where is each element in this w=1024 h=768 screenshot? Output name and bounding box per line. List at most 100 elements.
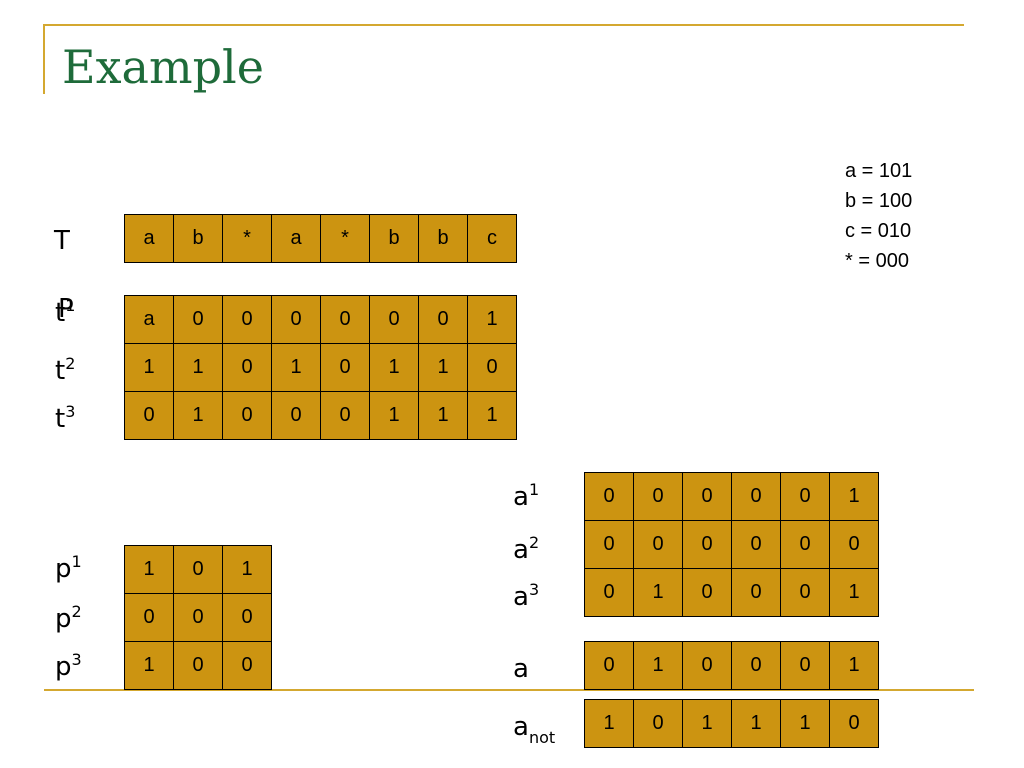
- table-row: 0 1 0 0 0 1: [584, 568, 879, 617]
- table-cell: 0: [222, 641, 272, 690]
- table-cell: 1: [271, 343, 321, 392]
- table-row: a b * a * b b c: [124, 214, 517, 263]
- table-cell: 0: [320, 391, 370, 440]
- table-cell: 0: [584, 520, 634, 569]
- table-row: 1 0 0: [124, 641, 272, 690]
- table-cell: 1: [418, 343, 468, 392]
- label-base: p: [55, 604, 72, 634]
- p-matrix-table: 1 0 1 0 0 0 1 0 0: [124, 545, 272, 690]
- table-row: 1 0 1: [124, 545, 272, 594]
- table-row: 1 0 1 1 1 0: [584, 699, 879, 748]
- table-cell: 0: [633, 699, 683, 748]
- table-cell: 1: [829, 472, 879, 521]
- table-row: a 0 0 0 0 0 0 1: [124, 295, 517, 344]
- a-result-label: a: [513, 654, 529, 684]
- label-sup: 2: [65, 354, 76, 373]
- table-cell: 1: [731, 699, 781, 748]
- label-sup: 3: [65, 402, 76, 421]
- p1-label: p1: [55, 554, 82, 584]
- table-cell: 0: [780, 472, 830, 521]
- label-sup: 3: [528, 580, 540, 599]
- table-cell: 0: [682, 472, 732, 521]
- table-cell: 0: [467, 343, 517, 392]
- table-cell: 0: [731, 568, 781, 617]
- table-cell: 1: [173, 391, 223, 440]
- table-cell: 0: [633, 472, 683, 521]
- frame-bottom-rule: [44, 689, 974, 691]
- table-cell: 0: [780, 520, 830, 569]
- label-base: t: [55, 298, 66, 328]
- table-cell: 0: [731, 520, 781, 569]
- text-table: a b * a * b b c: [124, 214, 517, 263]
- table-row: 0 0 0 0 0 1: [584, 472, 879, 521]
- table-cell: 0: [584, 472, 634, 521]
- table-row: 1 1 0 1 0 1 1 0: [124, 343, 517, 392]
- slide-title: Example: [62, 40, 264, 94]
- p2-label: p2: [55, 604, 82, 634]
- label-sup: 1: [528, 480, 540, 499]
- table-cell: 0: [173, 641, 223, 690]
- t1-label: t1: [55, 298, 75, 328]
- a-not-table: 1 0 1 1 1 0: [584, 699, 879, 748]
- table-cell: b: [369, 214, 419, 263]
- table-row: 0 1 0 0 0 1: [584, 641, 879, 690]
- a2-label: a2: [513, 535, 539, 565]
- table-cell: 1: [222, 545, 272, 594]
- label-base: p: [55, 554, 72, 584]
- table-cell: 1: [829, 641, 879, 690]
- frame-left-rule: [43, 24, 45, 94]
- label-base: a: [513, 535, 529, 565]
- table-cell: 1: [124, 343, 174, 392]
- a-matrix-table: 0 0 0 0 0 1 0 0 0 0 0 0 0 1 0 0 0 1: [584, 472, 879, 617]
- table-cell: 0: [780, 568, 830, 617]
- table-cell: 1: [369, 343, 419, 392]
- table-cell: 0: [682, 641, 732, 690]
- p-overlay-label: P: [58, 294, 74, 324]
- table-cell: b: [418, 214, 468, 263]
- t2-label: t2: [55, 356, 75, 385]
- table-cell: b: [173, 214, 223, 263]
- table-cell: 0: [173, 295, 223, 344]
- table-cell: 1: [124, 641, 174, 690]
- legend-line: b = 100: [845, 190, 913, 212]
- table-cell: 0: [780, 641, 830, 690]
- table-cell: 0: [222, 593, 272, 642]
- table-cell: 1: [467, 391, 517, 440]
- table-cell: 0: [173, 545, 223, 594]
- table-cell: a: [124, 295, 174, 344]
- t3-label: t3: [55, 404, 75, 434]
- table-cell: 0: [418, 295, 468, 344]
- table-cell: 1: [829, 568, 879, 617]
- label-sub: not: [528, 728, 556, 747]
- label-base: t: [55, 404, 66, 434]
- table-cell: 1: [633, 641, 683, 690]
- label-base: p: [55, 652, 72, 682]
- table-cell: 0: [124, 593, 174, 642]
- a-result-table: 0 1 0 0 0 1: [584, 641, 879, 690]
- frame-top-rule: [44, 24, 964, 26]
- t-matrix-table: a 0 0 0 0 0 0 1 1 1 0 1 0 1 1 0 0 1 0 0 …: [124, 295, 517, 440]
- table-cell: 0: [584, 568, 634, 617]
- table-cell: 0: [222, 295, 272, 344]
- label-sup: 1: [65, 296, 76, 315]
- table-cell: 1: [633, 568, 683, 617]
- legend-line: * = 000: [845, 250, 909, 272]
- table-cell: 0: [731, 472, 781, 521]
- label-sup: 3: [71, 650, 82, 669]
- table-cell: 1: [173, 343, 223, 392]
- table-cell: a: [124, 214, 174, 263]
- label-sup: 2: [71, 602, 82, 621]
- table-cell: 0: [369, 295, 419, 344]
- a3-label: a3: [513, 582, 539, 612]
- label-base: a: [513, 582, 529, 612]
- table-cell: 0: [222, 391, 272, 440]
- legend-line: a = 101: [845, 160, 913, 182]
- label-base: a: [513, 482, 529, 512]
- table-cell: 0: [173, 593, 223, 642]
- label-base: a: [513, 712, 529, 742]
- encoding-legend: a = 101 b = 100 c = 010 * = 000: [845, 156, 912, 276]
- table-cell: 1: [418, 391, 468, 440]
- table-cell: 0: [633, 520, 683, 569]
- text-label: T: [54, 226, 70, 256]
- table-cell: 0: [320, 343, 370, 392]
